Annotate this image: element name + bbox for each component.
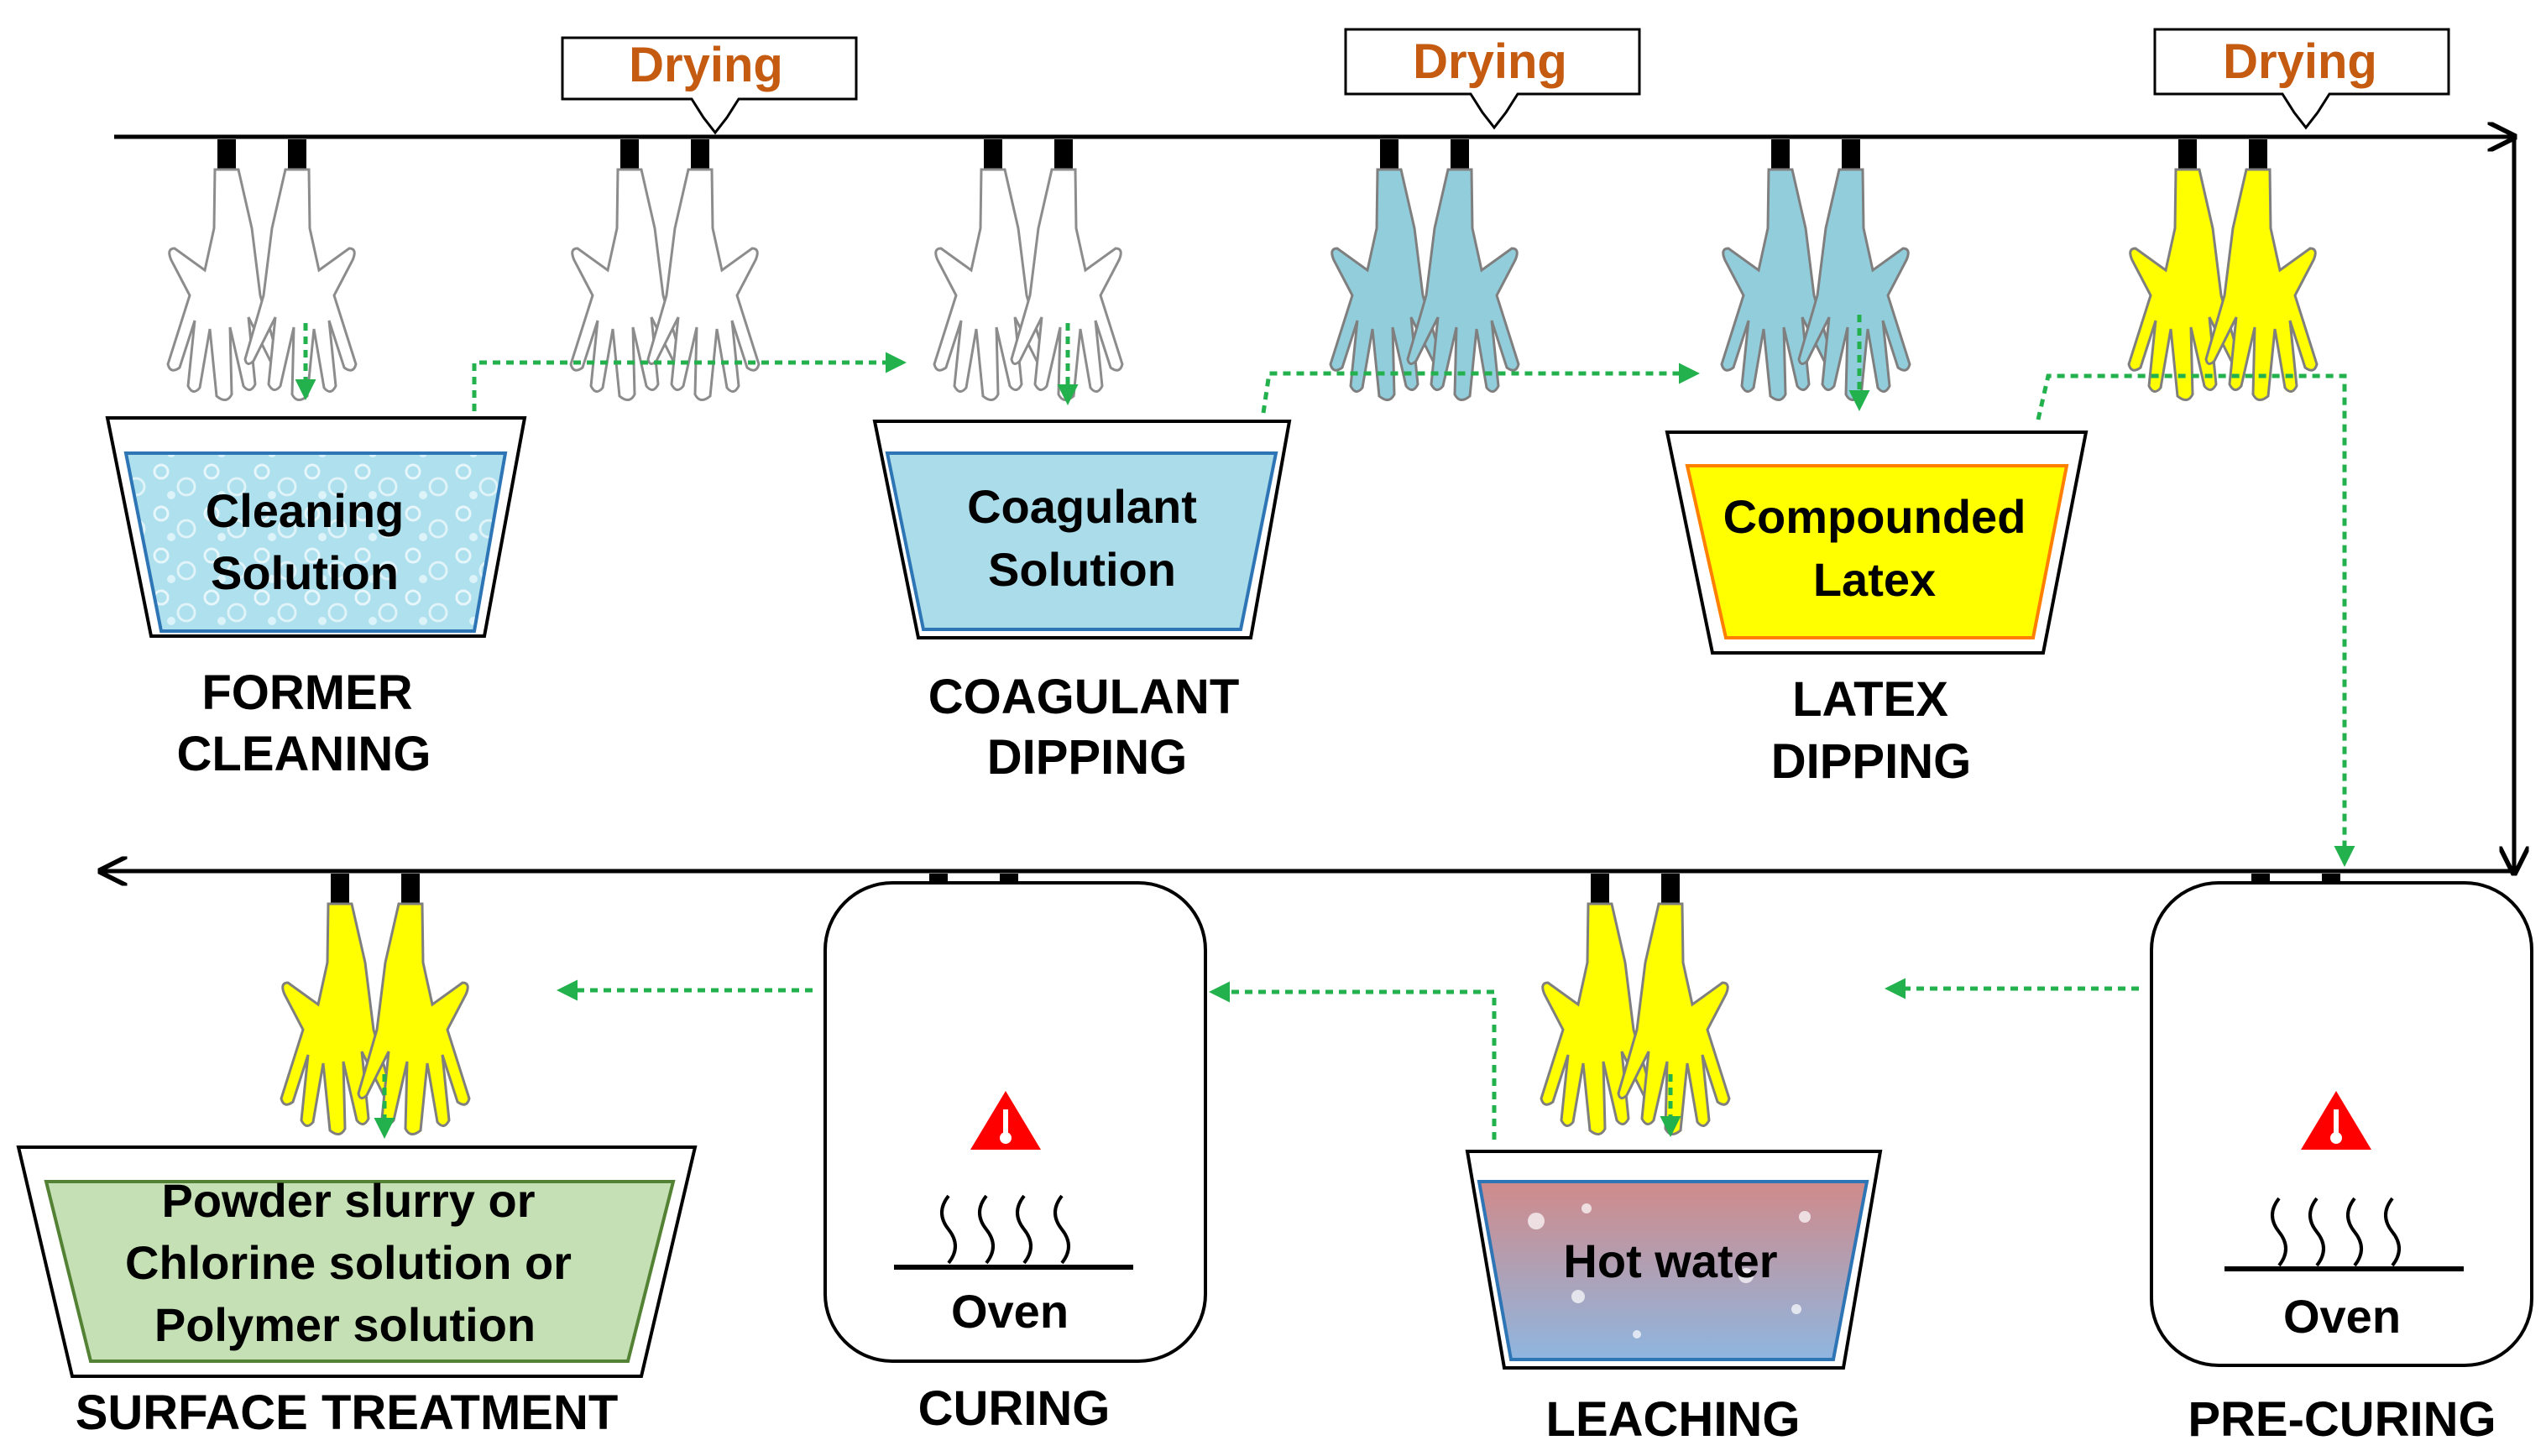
former-clip bbox=[1661, 874, 1680, 904]
glove-former bbox=[166, 139, 280, 402]
compounded-latex-label-1: Compounded bbox=[1723, 490, 2026, 543]
heat-waves-icon bbox=[894, 1194, 1133, 1270]
hand-glove-icon bbox=[1720, 168, 1834, 402]
hand-glove-icon bbox=[280, 902, 394, 1136]
former-clip bbox=[331, 874, 349, 904]
glove-former bbox=[2127, 139, 2241, 402]
surface-solution-label-1: Powder slurry or bbox=[161, 1174, 535, 1227]
glove-former bbox=[1406, 139, 1520, 402]
drying-label-2: Drying bbox=[1413, 34, 1567, 89]
stage-label-dipping-1: DIPPING bbox=[987, 730, 1188, 785]
glove-former bbox=[646, 139, 761, 402]
flow-arrow bbox=[1209, 981, 1497, 1140]
glove-former bbox=[1797, 139, 1911, 402]
drying-callout-2: Drying bbox=[1344, 28, 1641, 130]
former-clip bbox=[401, 874, 420, 904]
former-clip bbox=[288, 139, 306, 170]
glove-former bbox=[1617, 874, 1731, 1136]
stage-label-coagulant: COAGULANT bbox=[928, 670, 1240, 724]
hand-glove-icon bbox=[569, 168, 683, 402]
former-clip bbox=[1591, 874, 1609, 904]
curing-oven-label: Oven bbox=[951, 1285, 1069, 1338]
curing-oven: Oven bbox=[823, 881, 1207, 1363]
former-clip bbox=[1054, 139, 1073, 170]
former-clip bbox=[1451, 139, 1469, 170]
coagulant-solution-label-2: Solution bbox=[988, 543, 1176, 596]
hand-glove-icon bbox=[933, 168, 1047, 402]
hand-glove-icon bbox=[1406, 168, 1520, 402]
drying-label-3: Drying bbox=[2223, 34, 2377, 89]
glove-former bbox=[357, 874, 471, 1136]
pre-curing-oven: Oven bbox=[2150, 881, 2533, 1367]
former-clip bbox=[984, 139, 1002, 170]
hand-glove-icon bbox=[1617, 902, 1731, 1136]
hand-glove-icon bbox=[1329, 168, 1443, 402]
former-clip bbox=[691, 139, 709, 170]
glove-former bbox=[1720, 139, 1834, 402]
hand-glove-icon bbox=[2204, 168, 2319, 402]
heat-waves-icon bbox=[2224, 1197, 2464, 1271]
glove-former bbox=[243, 139, 358, 402]
glove-former bbox=[280, 874, 394, 1136]
coagulant-solution-label-1: Coagulant bbox=[967, 480, 1197, 533]
process-flow-arrows bbox=[295, 315, 2355, 1140]
former-clip bbox=[620, 139, 639, 170]
drying-callout-1: Drying bbox=[561, 36, 858, 135]
flow-arrow bbox=[472, 352, 907, 411]
compounded-latex-label-2: Latex bbox=[1813, 553, 1936, 606]
stage-label-dipping-2: DIPPING bbox=[1771, 734, 1972, 789]
surface-solution-label-2: Chlorine solution or bbox=[125, 1236, 572, 1289]
stage-label-curing: CURING bbox=[918, 1381, 1111, 1436]
stage-label-cleaning: CLEANING bbox=[177, 727, 431, 781]
stage-label-surface-treatment: SURFACE TREATMENT bbox=[76, 1386, 619, 1440]
latex-tank: Compounded Latex bbox=[1665, 431, 2089, 655]
glove-former bbox=[1329, 139, 1443, 402]
surface-solution-label-3: Polymer solution bbox=[154, 1298, 536, 1351]
hand-glove-icon bbox=[2127, 168, 2241, 402]
cleaning-solution-label-1: Cleaning bbox=[206, 484, 404, 537]
pre-curing-oven-label: Oven bbox=[2283, 1290, 2401, 1343]
glove-former bbox=[1010, 139, 1124, 402]
flow-arrow bbox=[1261, 363, 1700, 414]
former-clip bbox=[217, 139, 236, 170]
glove-formers bbox=[166, 139, 2392, 1136]
drying-label-1: Drying bbox=[629, 38, 783, 92]
former-clip bbox=[1771, 139, 1790, 170]
flow-arrow bbox=[2036, 373, 2355, 867]
coagulant-tank: Coagulant Solution bbox=[872, 420, 1292, 639]
stage-label-pre-curing: PRE-CURING bbox=[2188, 1392, 2496, 1447]
surface-treatment-tank: Powder slurry or Chlorine solution or Po… bbox=[16, 1145, 698, 1378]
cleaning-solution-label-2: Solution bbox=[211, 546, 399, 599]
hand-glove-icon bbox=[166, 168, 280, 402]
glove-former bbox=[2204, 139, 2319, 402]
drying-callout-3: Drying bbox=[2153, 28, 2450, 130]
hand-glove-icon bbox=[243, 168, 358, 402]
hand-glove-icon bbox=[646, 168, 761, 402]
cleaning-tank: Cleaning Solution bbox=[105, 416, 527, 638]
heat-warning-icon bbox=[970, 1091, 1041, 1150]
hand-glove-icon bbox=[1797, 168, 1911, 402]
heat-warning-icon bbox=[2301, 1091, 2371, 1150]
glove-former bbox=[933, 139, 1047, 402]
stage-label-leaching: LEACHING bbox=[1546, 1392, 1801, 1447]
leaching-tank: Hot water bbox=[1465, 1150, 1883, 1370]
glove-former bbox=[1540, 874, 1654, 1136]
former-clip bbox=[2249, 139, 2267, 170]
former-clip bbox=[1842, 139, 1860, 170]
hand-glove-icon bbox=[1540, 902, 1654, 1136]
former-clip bbox=[2178, 139, 2197, 170]
stage-label-former: FORMER bbox=[201, 665, 412, 720]
hot-water-label: Hot water bbox=[1563, 1234, 1777, 1287]
former-clip bbox=[1380, 139, 1398, 170]
hand-glove-icon bbox=[357, 902, 471, 1136]
glove-former bbox=[569, 139, 683, 402]
stage-label-latex: LATEX bbox=[1792, 672, 1948, 727]
